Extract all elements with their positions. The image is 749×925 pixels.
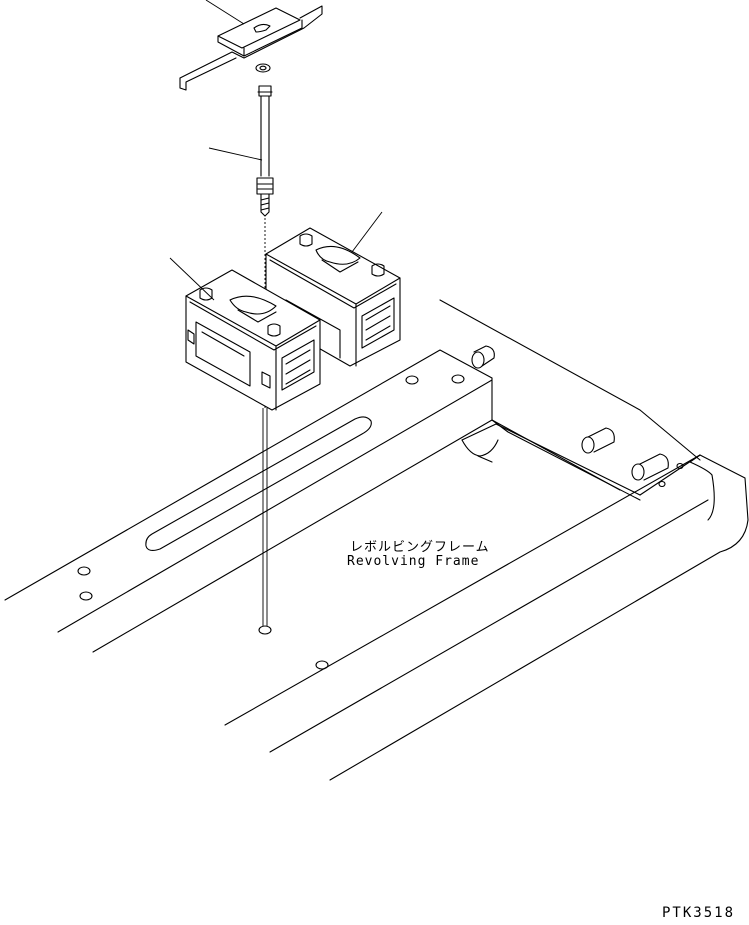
frame-hole (79, 591, 93, 601)
frame-hole (405, 375, 419, 385)
battery-rod (208, 85, 274, 635)
leader-line (169, 257, 215, 301)
frame-hole (77, 566, 91, 576)
bracket-slot (253, 23, 271, 33)
leader-line (208, 147, 263, 161)
frame-hole (315, 660, 329, 670)
frame-label-jp: レボルビングフレーム (350, 540, 490, 555)
frame-hole (451, 374, 465, 384)
rail-slot (145, 416, 372, 552)
frame-pin (631, 453, 669, 481)
frame-pin (581, 427, 615, 454)
leader-line (205, 0, 245, 25)
washer (255, 63, 271, 73)
frame-pin (471, 345, 495, 369)
battery-bracket (179, 0, 323, 91)
battery-front (169, 257, 321, 411)
frame-hole (658, 480, 666, 488)
revolving-frame (4, 299, 749, 781)
rod-hole (258, 625, 272, 635)
figure-code: PTK3518 (662, 905, 736, 921)
frame-label-en: Revolving Frame (347, 554, 480, 569)
leader-line (351, 211, 383, 253)
